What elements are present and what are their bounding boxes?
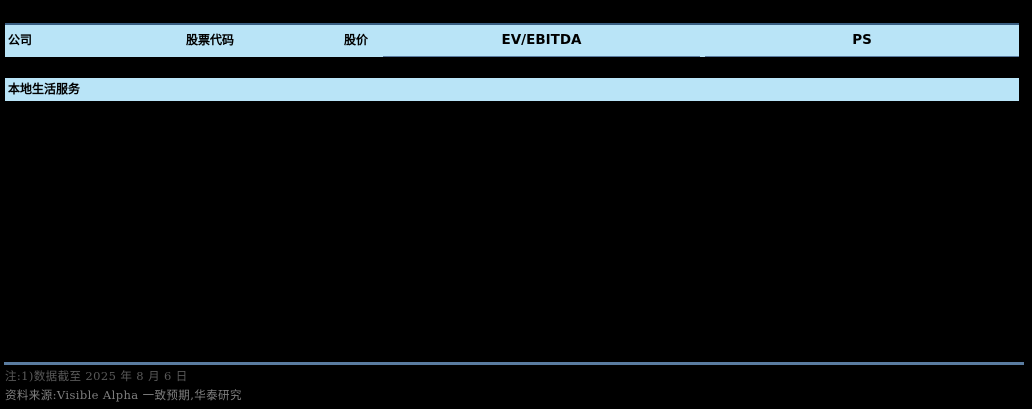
table-header-row: 公司 股票代码 股价 EV/EBITDA PS: [5, 23, 1019, 57]
column-group-header-ev-ebitda: EV/EBITDA: [383, 25, 700, 57]
section-label: 本地生活服务: [8, 82, 81, 96]
footnote-source: 资料来源:Visible Alpha 一致预期,华泰研究: [5, 388, 242, 402]
column-header-ticker: 股票代码: [186, 33, 235, 47]
table-body: [5, 101, 1019, 362]
column-group-header-ps: PS: [705, 25, 1019, 57]
table-bottom-rule: [4, 362, 1024, 365]
footnote-note: 注:1)数据截至 2025 年 8 月 6 日: [5, 369, 188, 383]
column-header-price: 股价: [344, 33, 369, 47]
column-header-company: 公司: [8, 33, 33, 47]
table-section-row-local-life-services: 本地生活服务: [5, 78, 1019, 101]
table-footnotes: 注:1)数据截至 2025 年 8 月 6 日 资料来源:Visible Alp…: [5, 367, 1025, 405]
